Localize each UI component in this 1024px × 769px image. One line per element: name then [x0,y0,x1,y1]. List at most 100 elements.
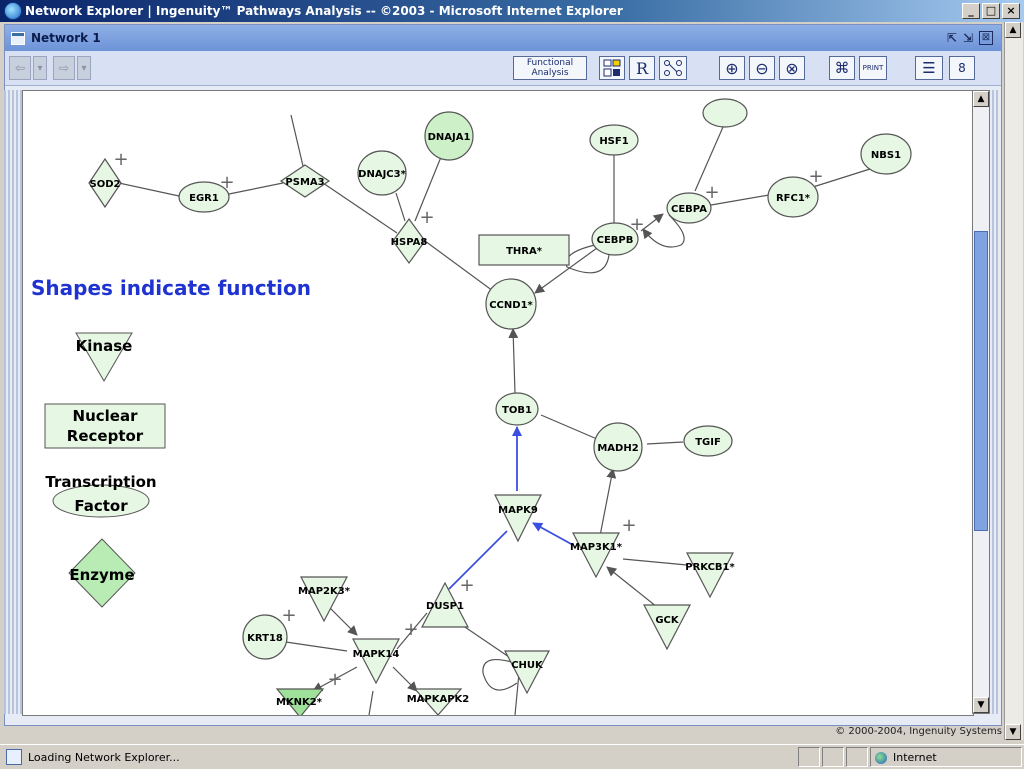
edge-tob1-ccnd1 [508,328,519,394]
legend-transcription-factor-shape [52,484,150,518]
plus-icon: + [327,669,342,690]
forward-dropdown-button[interactable]: ▾ [77,56,91,80]
edge-dusp1-chuk [458,622,510,658]
node-rfc1-label: RFC1* [776,193,811,204]
node-cebpb[interactable]: CEBPB + [591,214,645,256]
node-hspa8[interactable]: HSPA8 + [391,207,435,265]
edge-mapk9-dusp1 [448,530,508,590]
node-sod2-label: SOD2 [90,179,121,190]
back-dropdown-button[interactable]: ▾ [33,56,47,80]
zoom-fit-icon[interactable]: ⊗ [779,56,805,80]
find-binoculars-icon[interactable]: ⌘ [829,56,855,80]
plus-icon: + [281,605,296,626]
status-bar: Loading Network Explorer... Internet [0,744,1024,769]
node-cebpa[interactable]: CEBPA + [666,182,720,224]
legend-nuclear-receptor-label-2: Receptor [67,427,144,445]
node-dnaja1[interactable]: DNAJA1 [424,111,474,161]
node-top-partial[interactable] [702,98,748,128]
node-dusp1-label: DUSP1 [426,601,464,612]
scroll-thumb[interactable] [974,231,988,531]
node-tgif-label: TGIF [695,437,721,448]
legend-icon[interactable]: ☰ [915,56,943,80]
node-krt18-label: KRT18 [247,633,283,644]
node-thra[interactable]: THRA* [478,234,570,266]
node-map2k3-label: MAP2K3* [298,586,351,597]
zoom-out-icon[interactable]: ⊖ [749,56,775,80]
node-nbs1[interactable]: NBS1 [860,133,912,175]
right-splitter[interactable] [992,90,1000,714]
canvas-scrollbar[interactable]: ▲ ▼ [972,90,990,714]
zone-label: Internet [893,750,937,764]
legend-enzyme-label: Enzyme [69,566,134,584]
window-title-bar: Network Explorer | Ingenuity™ Pathways A… [0,0,1024,22]
print-button[interactable]: PRINT [859,56,887,80]
edge-egr1-psma3 [228,182,284,195]
node-madh2[interactable]: MADH2 [593,422,643,472]
legend-nuclear-receptor-label-1: Nuclear [73,407,139,425]
network-canvas[interactable]: SOD2 + EGR1 + PSMA3 DNAJC3* DNAJA1 [22,90,974,716]
scroll-up-icon[interactable]: ▲ [973,91,989,107]
forward-button[interactable]: ⇨ [53,56,75,80]
node-tob1[interactable]: TOB1 [495,392,539,426]
close-window-button[interactable]: × [1002,3,1020,19]
maximize-button[interactable]: □ [982,3,1000,19]
node-mapk9[interactable]: MAPK9 [494,494,542,543]
edges [118,114,890,715]
panel-close-icon[interactable]: ⊠ [979,31,993,45]
node-mknk2[interactable]: MKNK2* [275,688,325,715]
network-graph[interactable]: SOD2 + EGR1 + PSMA3 DNAJC3* DNAJA1 [23,91,973,715]
node-psma3-label: PSMA3 [285,177,324,188]
functional-analysis-button[interactable]: Functional Analysis [513,56,587,80]
shape-legend: Shapes indicate function Kinase Nuclear … [31,276,311,608]
node-thra-label: THRA* [506,246,543,257]
node-krt18[interactable]: KRT18 + [242,605,297,660]
node-sod2[interactable]: SOD2 + [88,149,129,209]
node-map3k1[interactable]: MAP3K1* + [570,515,637,579]
minimize-button[interactable]: _ [962,3,980,19]
node-tgif[interactable]: TGIF [683,425,733,457]
browser-scroll-up-icon[interactable]: ▲ [1005,22,1021,38]
network-layout-icon[interactable] [659,56,687,80]
undock-icon[interactable]: ⇲ [962,31,973,45]
browser-scroll-down-icon[interactable]: ▼ [1005,724,1021,740]
plus-icon: + [403,619,418,640]
plus-icon: + [621,515,636,536]
node-ccnd1[interactable]: CCND1* [485,278,537,330]
edge-psma3-hspa8 [322,182,398,234]
zoom-in-icon[interactable]: ⊕ [719,56,745,80]
edge-dnajc3-hspa8 [395,192,406,222]
node-dusp1[interactable]: DUSP1 + + [403,575,474,640]
scroll-down-icon[interactable]: ▼ [973,697,989,713]
node-ccnd1-label: CCND1* [489,300,533,311]
node-prkcb1[interactable]: PRKCB1* [685,552,736,599]
edge-cebpb-cebpa [640,213,664,232]
browser-scrollbar[interactable]: ▲ ▼ [1004,22,1023,740]
node-mapkapk2-label: MAPKAPK2 [407,694,470,705]
node-psma3[interactable]: PSMA3 [279,164,331,198]
node-mknk2-label: MKNK2* [276,697,323,708]
edge-sod2-egr1 [118,182,180,197]
r-button[interactable]: R [629,56,655,80]
plus-icon: + [219,172,234,193]
status-panel [846,747,868,767]
node-mapkapk2[interactable]: MAPKAPK2 [407,688,470,715]
left-splitter[interactable] [4,90,22,714]
node-dnajc3-label: DNAJC3* [358,169,406,180]
node-map2k3[interactable]: MAP2K3* [298,576,351,623]
node-gck[interactable]: GCK [643,604,691,651]
layout-icon[interactable] [599,56,625,80]
node-dnajc3[interactable]: DNAJC3* [357,150,407,196]
node-hsf1[interactable]: HSF1 [589,124,639,156]
dock-icon[interactable]: ⇱ [946,31,957,45]
edge-cebpb-ccnd1 [534,247,598,294]
node-rfc1[interactable]: RFC1* + [767,166,824,218]
plus-icon: + [704,182,719,203]
info-icon[interactable]: 8 [949,56,975,80]
node-chuk[interactable]: CHUK [504,650,550,695]
edge-map3k1-prkcb1 [622,558,688,566]
node-hsf1-label: HSF1 [599,136,628,147]
back-button[interactable]: ⇦ [9,56,31,80]
status-panel [798,747,820,767]
node-egr1[interactable]: EGR1 + [178,172,235,213]
node-mapk14[interactable]: MAPK14 + [327,638,400,690]
